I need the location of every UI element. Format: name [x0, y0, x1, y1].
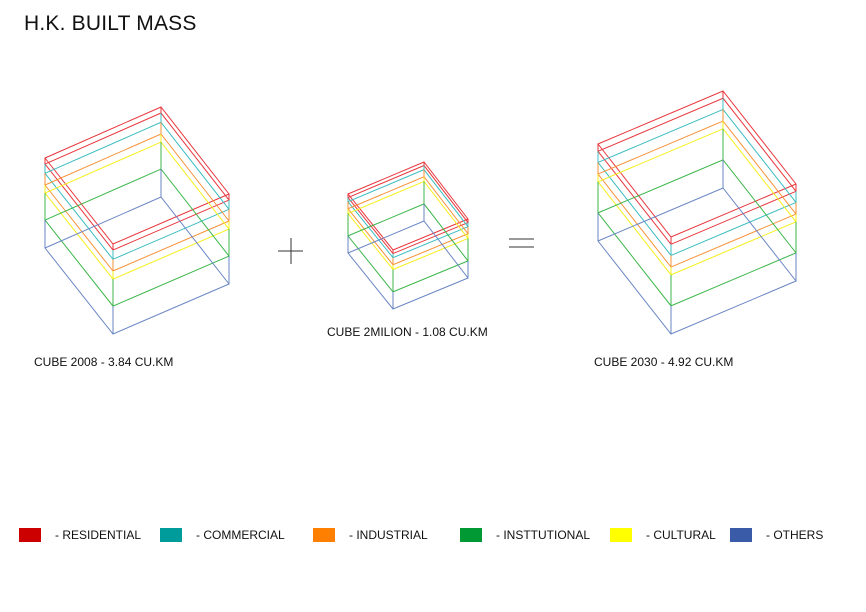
cube-2030-label: CUBE 2030 - 4.92 CU.KM	[594, 355, 734, 369]
legend-commercial: - COMMERCIAL	[160, 528, 285, 542]
legend-institutional: - INSTTUTIONAL	[460, 528, 590, 542]
legend-swatch	[610, 528, 632, 542]
layer-outline	[597, 187, 797, 335]
legend-cultural: - CULTURAL	[610, 528, 716, 542]
legend-swatch	[160, 528, 182, 542]
legend-label: - INSTTUTIONAL	[496, 528, 591, 542]
layer-outline	[597, 120, 797, 268]
legend-label: - COMMERCIAL	[196, 528, 285, 542]
layer-outline	[44, 196, 230, 335]
legend-swatch	[730, 528, 752, 542]
legend-label: - CULTURAL	[646, 528, 716, 542]
layer-outline	[597, 128, 797, 276]
page-title: H.K. BUILT MASS	[24, 12, 197, 35]
legend-swatch	[19, 528, 41, 542]
layer-outline	[44, 141, 230, 280]
layer-outline	[347, 164, 469, 255]
layer-outline	[44, 133, 230, 272]
layer-outline	[347, 180, 469, 271]
layer-outline	[44, 121, 230, 260]
cube-2030	[597, 90, 797, 335]
legend-swatch	[313, 528, 335, 542]
layer-outline	[347, 169, 469, 259]
legend-label: - RESIDENTIAL	[55, 528, 142, 542]
plus-sign	[278, 238, 303, 264]
legend-industrial: - INDUSTRIAL	[313, 528, 428, 542]
legend-swatch	[460, 528, 482, 542]
layer-outline	[44, 106, 230, 245]
legend-residential: - RESIDENTIAL	[19, 528, 141, 542]
legend-label: - OTHERS	[766, 528, 824, 542]
legend-label: - INDUSTRIAL	[349, 528, 428, 542]
layer-outline	[44, 112, 230, 251]
cube-2008-label: CUBE 2008 - 3.84 CU.KM	[34, 355, 174, 369]
cube-2008	[44, 106, 230, 335]
cube-2million-label: CUBE 2MILION - 1.08 CU.KM	[327, 325, 488, 339]
cube-2million	[347, 161, 469, 310]
legend-others: - OTHERS	[730, 528, 823, 542]
equals-sign	[509, 238, 534, 248]
layer-outline	[44, 168, 230, 307]
